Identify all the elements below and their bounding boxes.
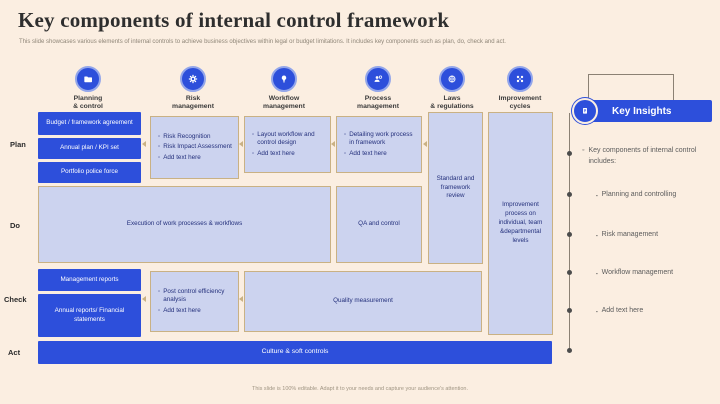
- folder-icon: [75, 66, 101, 92]
- timeline-dot: [567, 192, 572, 197]
- connector-arrow-icon: [239, 296, 243, 302]
- qa-control-box: QA and control: [336, 186, 422, 263]
- key-insight-item: Risk management: [596, 231, 658, 240]
- key-insights-connector: [588, 74, 674, 101]
- globe-icon: [439, 66, 465, 92]
- person-gear-icon: [365, 66, 391, 92]
- process-plan-box: Detailing work process in framework Add …: [336, 116, 422, 173]
- connector-arrow-icon: [331, 141, 335, 147]
- row-label-plan: Plan: [10, 140, 26, 149]
- risk-plan-box: Risk Recognition Risk Impact Assessment …: [150, 116, 239, 179]
- gear-icon: [180, 66, 206, 92]
- slide-footer: This slide is 100% editable. Adapt it to…: [252, 386, 468, 392]
- connector-arrow-icon: [423, 141, 427, 147]
- connector-arrow-icon: [142, 141, 146, 147]
- key-insight-intro: Key components of internal control inclu…: [582, 146, 704, 167]
- execution-box: Execution of work processes & workflows: [38, 186, 331, 263]
- key-insights-icon: [572, 98, 598, 124]
- annual-plan-box: Annual plan / KPI set: [38, 138, 141, 159]
- connector-arrow-icon: [239, 141, 243, 147]
- bullet-item: Add text here: [344, 150, 418, 158]
- culture-soft-controls-bar: Culture & soft controls: [38, 341, 552, 364]
- page-title: Key components of internal control frame…: [18, 8, 450, 32]
- standard-review-box: Standard and framework review: [428, 112, 483, 264]
- timeline-dot: [567, 151, 572, 156]
- bullet-item: Add text here: [158, 154, 235, 162]
- timeline-dot: [567, 232, 572, 237]
- bullet-item: Post control efficiency analysis: [158, 288, 235, 304]
- connector-arrow-icon: [142, 296, 146, 302]
- column-header-laws: Laws& regulations: [430, 95, 474, 111]
- timeline-dot: [567, 270, 572, 275]
- bullet-item: Layout workflow and control design: [252, 131, 327, 147]
- key-insight-item: Planning and controlling: [596, 191, 677, 200]
- bullet-item: Detailing work process in framework: [344, 131, 418, 147]
- cycle-icon: [507, 66, 533, 92]
- bullet-item: Risk Impact Assessment: [158, 143, 235, 151]
- key-insight-item: Workflow management: [596, 269, 673, 278]
- slide-subtitle: This slide showcases various elements of…: [19, 39, 506, 45]
- post-control-box: Post control efficiency analysis Add tex…: [150, 271, 239, 332]
- bullet-item: Risk Recognition: [158, 133, 235, 141]
- bulb-icon: [271, 66, 297, 92]
- annual-reports-box: Annual reports/ Financial statements: [38, 294, 141, 337]
- timeline-dot: [567, 348, 572, 353]
- improvement-process-box: Improvement process on individual, team …: [488, 112, 553, 335]
- quality-measurement-box: Quality measurement: [244, 271, 482, 332]
- timeline-dot: [567, 308, 572, 313]
- column-header-planning: Planning& control: [73, 95, 103, 111]
- bullet-item: Add text here: [158, 307, 235, 315]
- bullet-item: Add text here: [252, 150, 327, 158]
- budget-framework-box: Budget / framework agreement: [38, 112, 141, 135]
- workflow-plan-box: Layout workflow and control design Add t…: [244, 116, 331, 173]
- management-reports-box: Management reports: [38, 269, 141, 291]
- row-label-check: Check: [4, 295, 27, 304]
- row-label-do: Do: [10, 221, 20, 230]
- row-label-act: Act: [8, 348, 21, 357]
- portfolio-police-box: Portfolio police force: [38, 162, 141, 183]
- key-insight-item: Add text here: [596, 307, 644, 316]
- key-insights-header: Key Insights: [580, 100, 712, 122]
